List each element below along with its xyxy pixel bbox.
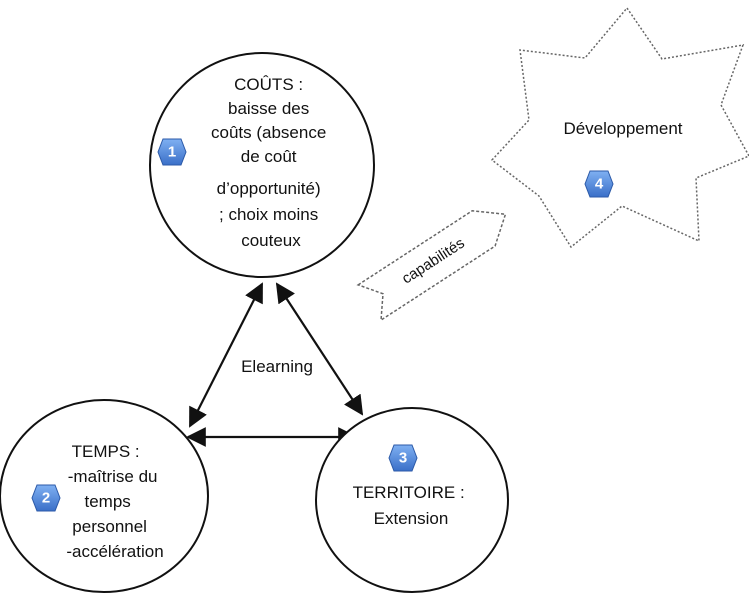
couts-line-3: coûts (absence: [211, 123, 326, 142]
territoire-line-1: TERRITOIRE :: [353, 483, 465, 502]
couts-line-5: d’opportunité): [217, 179, 321, 198]
couts-line-1: COÛTS :: [234, 75, 303, 94]
couts-line-4: de coût: [241, 147, 297, 166]
territoire-circle: [315, 407, 509, 593]
svg-text:4: 4: [595, 176, 604, 193]
temps-label: TEMPS : -maîtrise du temps personnel -ac…: [66, 442, 163, 561]
arrow-couts-temps: [189, 282, 263, 428]
arrow-couts-territoire: [275, 282, 364, 416]
node-couts: COÛTS : baisse des coûts (absence de coû…: [149, 52, 375, 278]
node-developpement: Développement 4: [490, 6, 749, 249]
couts-label: COÛTS : baisse des coûts (absence de coû…: [211, 75, 331, 250]
capabilites-arrow: capabilités: [356, 210, 507, 322]
temps-circle: [0, 399, 209, 593]
svg-text:3: 3: [399, 450, 407, 467]
territoire-line-2: Extension: [374, 509, 449, 528]
couts-circle: [149, 52, 375, 278]
badge-1: 1: [157, 138, 187, 166]
svg-text:1: 1: [168, 144, 176, 161]
couts-line-6: ; choix moins: [219, 205, 318, 224]
svg-text:2: 2: [42, 490, 50, 507]
node-temps: TEMPS : -maîtrise du temps personnel -ac…: [0, 399, 209, 593]
temps-line-3: temps: [84, 492, 130, 511]
developpement-label: Développement: [563, 119, 682, 138]
temps-line-5: -accélération: [66, 542, 163, 561]
temps-line-4: personnel: [72, 517, 147, 536]
couts-line-7: couteux: [241, 231, 301, 250]
temps-line-2: -maîtrise du: [68, 467, 158, 486]
badge-3: 3: [388, 444, 418, 472]
developpement-star: [490, 6, 749, 249]
center-label-elearning: Elearning: [241, 357, 313, 376]
territoire-label: TERRITOIRE : Extension: [353, 483, 470, 528]
capabilites-arrow-shape: [356, 210, 507, 322]
node-territoire: TERRITOIRE : Extension 3: [315, 407, 509, 593]
couts-line-2: baisse des: [228, 99, 309, 118]
badge-2: 2: [31, 484, 61, 512]
badge-4: 4: [584, 170, 614, 198]
temps-line-1: TEMPS :: [72, 442, 140, 461]
